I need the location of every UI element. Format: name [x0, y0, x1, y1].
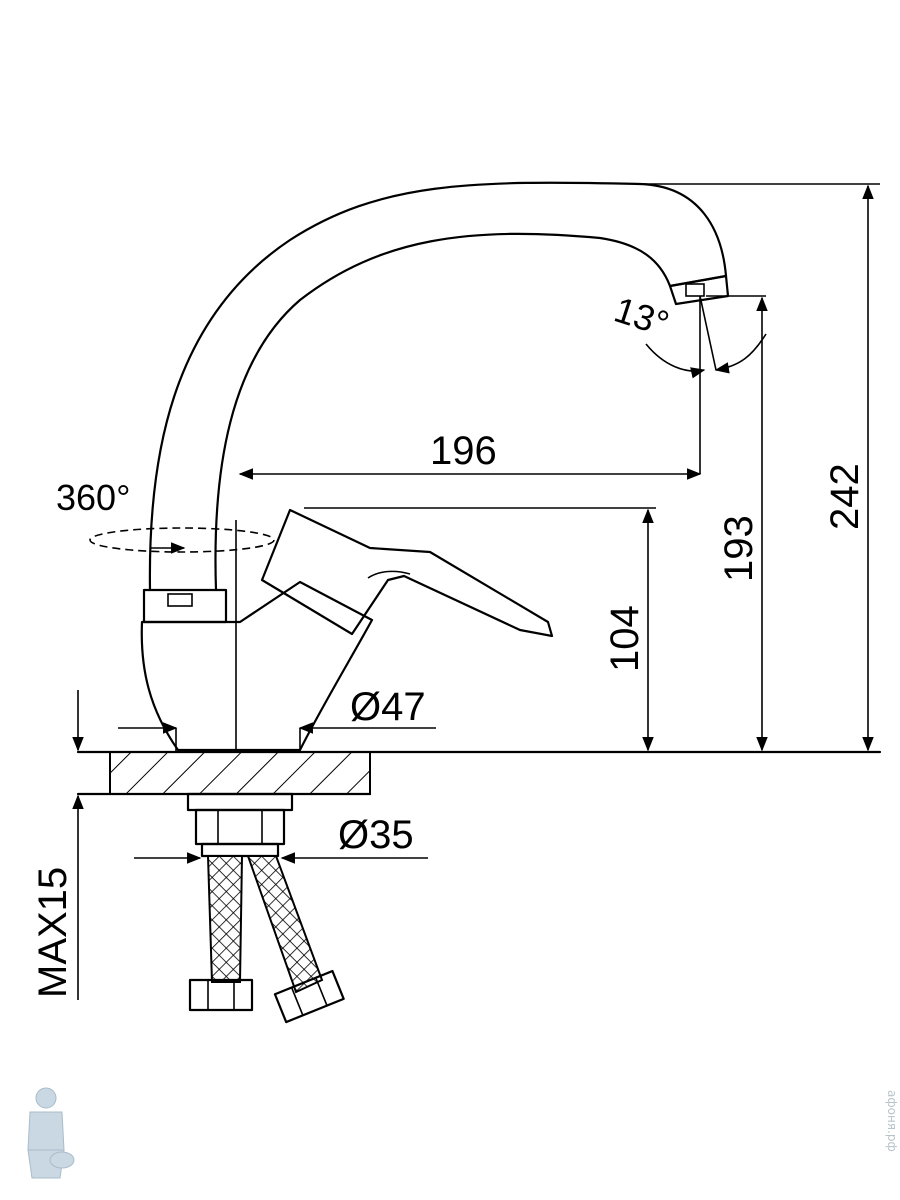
plumber-mascot-icon	[27, 1087, 75, 1179]
total-height-label: 242	[823, 463, 867, 530]
swivel-indicator	[89, 527, 275, 554]
swivel-angle-label: 360°	[56, 477, 130, 518]
aerator-angle-label: 13°	[610, 289, 674, 345]
flexible-hoses	[188, 855, 345, 1024]
max-thickness-label: MAX15	[31, 867, 75, 998]
shank-diameter-label: Ø35	[338, 813, 414, 857]
mounting-shank	[186, 792, 294, 858]
spout-reach-label: 196	[430, 429, 497, 473]
watermark-site: афоня.рф	[885, 1090, 899, 1152]
lever-height-label: 104	[603, 605, 647, 672]
lever-handle	[260, 508, 554, 638]
base-diameter-label: Ø47	[350, 685, 426, 729]
spout-height-label: 193	[717, 515, 761, 582]
dimension-lines	[72, 183, 880, 1000]
countertop-section	[76, 750, 882, 796]
faucet-body	[140, 520, 374, 752]
